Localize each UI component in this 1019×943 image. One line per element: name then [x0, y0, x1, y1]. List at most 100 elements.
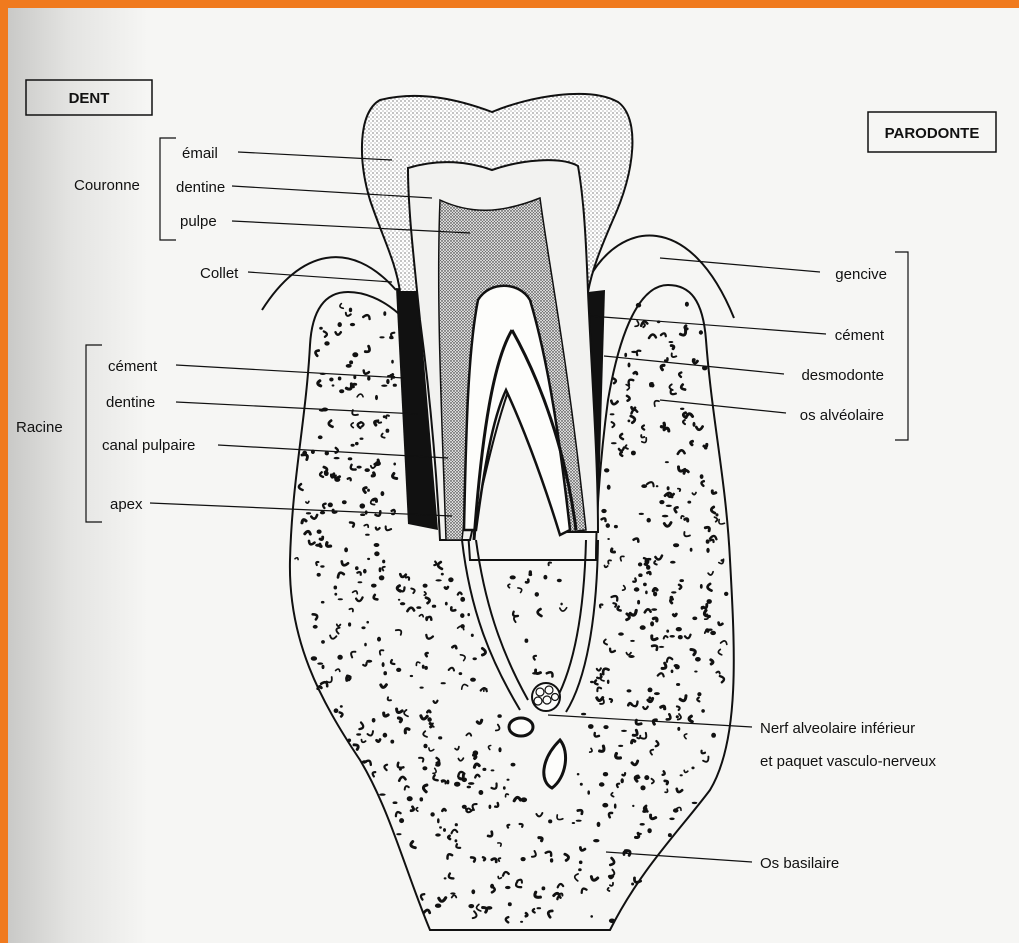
- bone-speckle: [614, 525, 618, 528]
- bone-speckle: [381, 685, 387, 688]
- bone-speckle: [697, 698, 699, 702]
- bone-speckle: [398, 599, 400, 601]
- bone-speckle: [628, 655, 634, 658]
- bone-speckle: [435, 904, 441, 908]
- bone-speckle: [404, 710, 408, 716]
- bone-speckle: [350, 323, 355, 326]
- bone-speckle: [477, 904, 481, 911]
- bone-speckle: [576, 820, 582, 822]
- bone-speckle: [455, 839, 458, 842]
- bone-speckle: [492, 859, 496, 862]
- bone-speckle: [320, 511, 325, 515]
- bone-speckle: [492, 784, 497, 789]
- bone-speckle: [371, 466, 376, 468]
- bone-speckle: [661, 365, 664, 369]
- bone-speckle: [683, 413, 685, 418]
- bone-speckle: [359, 723, 363, 730]
- bone-speckle: [520, 921, 523, 923]
- bone-speckle: [398, 763, 404, 768]
- bone-speckle: [486, 906, 492, 910]
- bone-speckle: [653, 592, 657, 597]
- bone-speckle: [363, 569, 367, 574]
- bone-speckle: [619, 448, 624, 451]
- bone-speckle: [379, 575, 385, 580]
- bone-speckle: [396, 833, 401, 835]
- bone-speckle: [334, 708, 339, 713]
- bone-speckle: [503, 786, 506, 789]
- bone-speckle: [617, 784, 619, 787]
- bone-speckle: [634, 539, 639, 542]
- bone-speckle: [648, 696, 651, 699]
- bone-speckle: [360, 438, 364, 440]
- bone-speckle: [612, 596, 618, 601]
- bone-speckle: [677, 789, 682, 792]
- bone-speckle: [721, 641, 727, 645]
- bone-speckle: [670, 635, 675, 638]
- bone-speckle: [610, 413, 615, 415]
- bone-speckle: [495, 803, 498, 807]
- bone-speckle: [399, 718, 402, 722]
- bone-speckle: [613, 378, 616, 383]
- bone-speckle: [442, 809, 445, 811]
- bone-speckle: [611, 549, 614, 552]
- bone-speckle: [435, 579, 441, 581]
- bone-speckle: [518, 588, 522, 593]
- bone-speckle: [364, 371, 369, 374]
- bone-speckle: [661, 423, 664, 427]
- bone-speckle: [423, 744, 427, 749]
- bone-speckle: [661, 706, 665, 709]
- bone-speckle: [652, 636, 657, 640]
- bone-speckle: [446, 780, 449, 785]
- bone-speckle: [421, 716, 427, 719]
- bone-speckle: [441, 573, 444, 576]
- bone-speckle: [506, 794, 509, 797]
- bone-speckle: [679, 579, 684, 582]
- bone-speckle: [718, 649, 721, 654]
- bone-speckle: [497, 714, 501, 718]
- bone-speckle: [400, 602, 405, 605]
- bone-speckle: [582, 889, 587, 893]
- bone-speckle: [674, 664, 679, 667]
- bone-speckle: [367, 558, 370, 560]
- bone-speckle: [535, 892, 541, 897]
- bone-speckle: [684, 532, 690, 536]
- bone-speckle: [650, 750, 653, 755]
- bone-speckle: [671, 591, 676, 593]
- bone-speckle: [664, 636, 668, 639]
- bone-speckle: [700, 474, 704, 479]
- bone-speckle: [514, 797, 520, 800]
- bone-speckle: [393, 463, 396, 466]
- bone-speckle: [597, 698, 603, 701]
- bone-speckle: [633, 579, 635, 582]
- bone-speckle: [336, 628, 339, 634]
- bone-speckle: [441, 682, 446, 684]
- label-cement-left: cément: [108, 358, 158, 375]
- bone-speckle: [363, 315, 369, 319]
- bracket-couronne: [160, 138, 176, 240]
- bone-speckle: [399, 777, 405, 781]
- bone-speckle: [445, 587, 448, 589]
- bone-speckle: [342, 562, 348, 566]
- bone-speckle: [647, 828, 651, 833]
- bone-speckle: [651, 608, 657, 611]
- bone-speckle: [346, 313, 351, 316]
- bone-speckle: [462, 805, 467, 809]
- bone-speckle: [391, 660, 394, 664]
- bone-speckle: [526, 580, 528, 583]
- label-nerf-line1: Nerf alveolaire inférieur: [760, 720, 915, 737]
- bone-speckle: [550, 858, 553, 862]
- bone-speckle: [334, 477, 340, 482]
- bone-speckle: [393, 801, 398, 804]
- bone-speckle: [631, 416, 635, 423]
- bone-speckle: [375, 421, 377, 425]
- bone-speckle: [685, 635, 691, 639]
- label-email: émail: [182, 145, 218, 162]
- bone-speckle: [460, 655, 465, 661]
- bone-speckle: [321, 640, 325, 644]
- bone-speckle: [703, 757, 708, 762]
- bone-speckle: [320, 472, 323, 477]
- bone-speckle: [588, 724, 594, 729]
- bone-speckle: [452, 830, 458, 833]
- bone-speckle: [374, 543, 380, 547]
